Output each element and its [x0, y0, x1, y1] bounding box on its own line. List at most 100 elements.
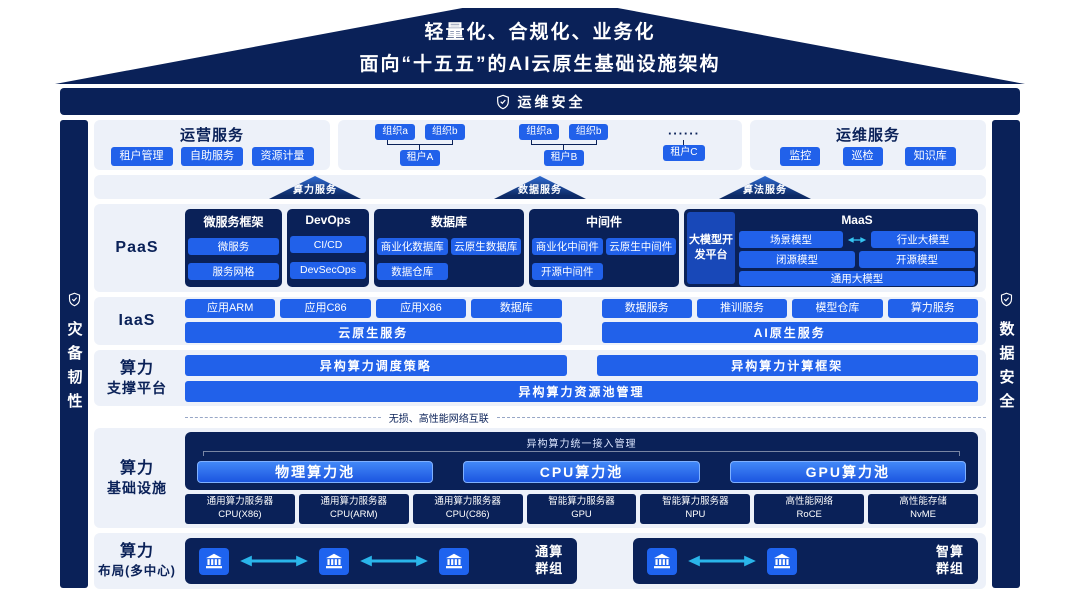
network-note-text: 无损、高性能网络互联 [388, 413, 489, 425]
label-line2: 布局(多中心) [98, 564, 176, 579]
ai-native-service-bar: AI原生服务 [601, 322, 978, 343]
org-connector [386, 140, 453, 145]
scenario-model-chip: 场景模型 [739, 231, 843, 248]
llm-dev-platform-block: 大模型开发平台 [687, 212, 735, 284]
compute-framework-bar: 异构算力计算框架 [596, 354, 978, 376]
access-bracket [203, 451, 960, 456]
resource-pool-mgmt-bar: 异构算力资源池管理 [185, 380, 978, 402]
network-roce: 高性能网络 RoCE [754, 494, 865, 524]
server-line1: 高性能网络 [785, 496, 833, 508]
compute-pools: 物理算力池 CPU算力池 GPU算力池 [197, 461, 966, 483]
training-service-chip: 推训服务 [696, 299, 788, 318]
group-title: 微服务框架 [203, 215, 264, 229]
label-line1: 算力 [119, 359, 154, 377]
iaas-label: IaaS [118, 311, 156, 329]
tenant-b-cluster: 组织a 组织b 租户B [519, 124, 609, 166]
iaas-content: 应用ARM 应用C86 应用X86 数据库 云原生服务 数据服务 推训服务 模型… [185, 299, 978, 343]
devsecops-chip: DevSecOps [290, 261, 366, 279]
label-line2: 支撑平台 [107, 380, 167, 397]
server-line1: 通用算力服务器 [320, 496, 388, 508]
right-pillar-label: 数据安全 [997, 320, 1015, 417]
service-arrows-row: 算力服务 数据服务 算法服务 [94, 175, 986, 199]
tenant-management-chip: 租户管理 [110, 146, 173, 166]
cloud-native-middleware-chip: 云原生中间件 [605, 238, 676, 256]
dashed-line [496, 416, 986, 418]
roof-title-line1: 轻量化、合规化、业务化 [424, 21, 656, 43]
compute-support-label: 算力 支撑平台 [94, 359, 180, 398]
server-line2: NvME [910, 509, 937, 520]
server-x86: 通用算力服务器 CPU(X86) [185, 494, 295, 524]
physical-pool: 物理算力池 [197, 461, 434, 483]
devops-group: DevOps CI/CD DevSecOps [287, 209, 369, 287]
org-connector [530, 140, 597, 145]
org-connector-stem [683, 139, 685, 145]
tenant-c-cluster: ······ 租户C [663, 127, 705, 161]
double-arrow-icon [688, 555, 757, 567]
group-items: CI/CD DevSecOps [290, 231, 366, 284]
iaas-row: IaaS 应用ARM 应用C86 应用X86 数据库 云原生服务 数据服务 推训… [94, 297, 986, 345]
compute-infrastructure-row: 算力 基础设施 异构算力统一接入管理 物理算力池 CPU算力池 GPU算力池 通… [94, 428, 986, 528]
model-repo-chip: 模型仓库 [792, 299, 883, 318]
server-line1: 智能算力服务器 [662, 496, 729, 508]
industry-model-chip: 行业大模型 [871, 231, 975, 248]
compute-support-row: 算力 支撑平台 异构算力调度策略 异构算力计算框架 异构算力资源池管理 [94, 350, 986, 406]
disaster-resilience-pillar: 灾备韧性 [60, 120, 88, 588]
cicd-chip: CI/CD [290, 236, 366, 254]
services-row: 运营服务 租户管理 自助服务 资源计量 组织a 组织b 租户A [94, 120, 986, 170]
inspection-chip: 巡检 [842, 146, 883, 166]
data-security-pillar: 数据安全 [992, 120, 1020, 588]
scheduling-policy-bar: 异构算力调度策略 [185, 354, 567, 376]
ops-security-label: 运维安全 [517, 93, 586, 110]
network-note-row: 无损、高性能网络互联 [94, 411, 986, 425]
microservice-framework-group: 微服务框架 微服务 服务网格 [185, 209, 282, 287]
data-service-chip: 数据服务 [601, 299, 692, 318]
compute-service-chip: 算力服务 [887, 299, 978, 318]
datacenter-icon [439, 547, 469, 575]
label-line2: 群组 [535, 561, 564, 576]
monitoring-chip: 监控 [780, 146, 821, 166]
shield-check-icon [1000, 292, 1012, 306]
data-service-arrow: 数据服务 [494, 176, 586, 199]
maas-row-1: 场景模型 行业大模型 [739, 231, 975, 248]
group-title: 中间件 [585, 215, 622, 229]
label-line2: 基础设施 [107, 480, 167, 497]
commercial-middleware-chip: 商业化中间件 [532, 238, 603, 256]
datacenter-icon [319, 547, 349, 575]
tenant-a-chip: 租户A [399, 150, 441, 166]
org-row: 组织a 组织b [375, 124, 465, 140]
multi-center-label: 算力 布局(多中心) [94, 542, 180, 579]
group-items: 商业化中间件 云原生中间件 开源中间件 [532, 234, 676, 284]
roof-title-line2: 面向“十五五”的AI云原生基础设施架构 [359, 53, 721, 75]
maintenance-buttons: 监控 巡检 知识库 [758, 146, 978, 166]
database-group: 数据库 商业化数据库 云原生数据库 数据仓库 [374, 209, 524, 287]
server-line1: 通用算力服务器 [206, 496, 274, 508]
data-warehouse-chip: 数据仓库 [377, 262, 448, 280]
group-items: 商业化数据库 云原生数据库 数据仓库 [377, 234, 521, 284]
server-line1: 高性能存储 [899, 496, 947, 508]
shield-check-icon [68, 292, 80, 306]
general-model-chip: 通用大模型 [739, 271, 975, 286]
middleware-group: 中间件 商业化中间件 云原生中间件 开源中间件 [529, 209, 679, 287]
bank-icon [326, 553, 342, 569]
maintenance-services-title: 运维服务 [835, 127, 900, 145]
server-line2: NPU [685, 509, 706, 520]
cloud-native-service-bar: 云原生服务 [185, 322, 562, 343]
middleware-row: 商业化中间件 云原生中间件 [532, 238, 676, 256]
support-bars-top: 异构算力调度策略 异构算力计算框架 [185, 354, 978, 376]
ai-native-chips: 数据服务 推训服务 模型仓库 算力服务 [601, 299, 978, 318]
org-a-chip: 组织a [519, 124, 559, 140]
group-title: 数据库 [430, 215, 467, 229]
support-bars: 异构算力调度策略 异构算力计算框架 异构算力资源池管理 [185, 354, 978, 402]
double-arrow-icon [847, 236, 867, 243]
self-service-chip: 自助服务 [181, 146, 243, 166]
group-items: 微服务 服务网格 [188, 234, 279, 284]
group-title: DevOps [305, 213, 351, 227]
operations-services-title: 运营服务 [179, 127, 244, 145]
centers-content: 通算 群组 [185, 538, 978, 584]
server-line2: CPU(C86) [445, 509, 490, 520]
maintenance-services-panel: 运维服务 监控 巡检 知识库 [750, 120, 986, 170]
multi-center-row: 算力 布局(多中心) [94, 533, 986, 589]
server-gpu: 智能算力服务器 GPU [526, 494, 637, 524]
cloud-native-group: 应用ARM 应用C86 应用X86 数据库 云原生服务 [185, 299, 562, 343]
